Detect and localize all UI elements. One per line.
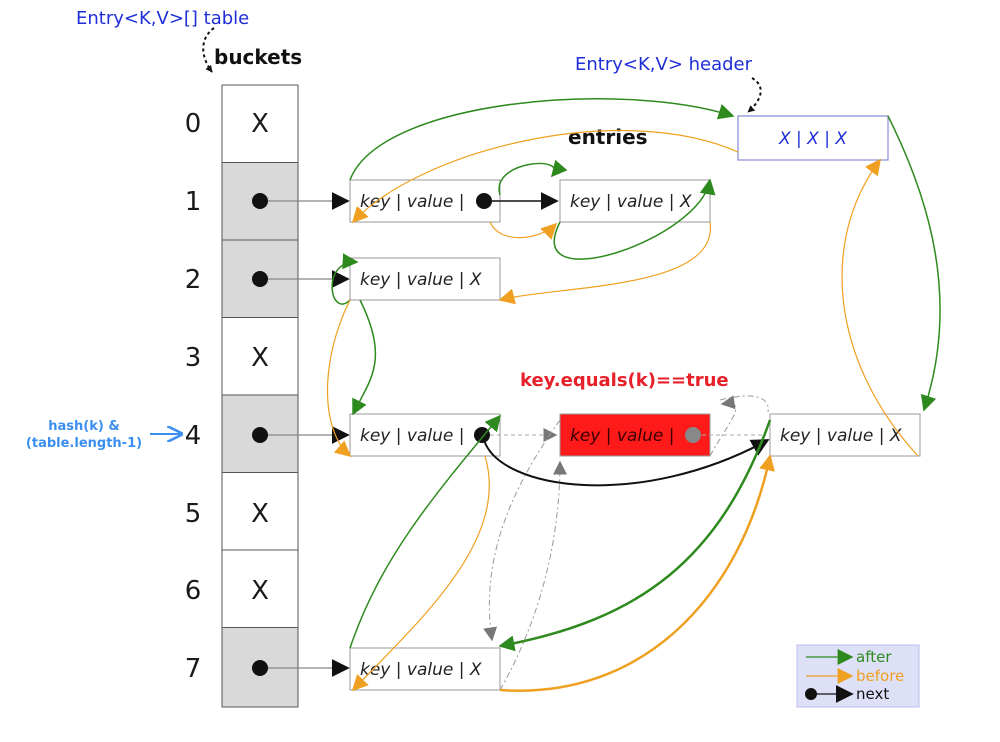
before-link (351, 129, 739, 224)
after-link (498, 419, 772, 652)
before-link (326, 299, 352, 458)
after-link (349, 98, 735, 181)
header-entry-box (737, 115, 889, 161)
entry-text: key | value | X (360, 270, 482, 290)
removed-entry-text: key | value | (570, 426, 674, 446)
bucket-cell-3 (221, 317, 299, 396)
equals-label: key.equals(k)==true (520, 370, 729, 391)
removed-link (499, 460, 567, 691)
entry-boxes: key | value | key | value | X key | valu… (349, 179, 921, 691)
bucket-empty-3: X (251, 343, 269, 373)
header-label: Entry<K,V> header (575, 54, 753, 75)
bucket-table: 0 1 2 3 4 5 6 7 X X X X (185, 84, 299, 708)
entry-box (349, 647, 501, 691)
legend-next-dot (805, 688, 817, 700)
bucket-index-5: 5 (185, 499, 202, 529)
bucket-empty-6: X (251, 576, 269, 606)
bucket-index-7: 7 (185, 654, 202, 684)
after-links (331, 98, 941, 652)
bucket-pointer-dot (252, 660, 268, 676)
before-links (326, 129, 919, 692)
after-link (553, 178, 716, 260)
hash-label-line1: hash(k) & (48, 419, 119, 434)
hash-label-line2: (table.length-1) (26, 436, 142, 451)
bucket-next-arrows (268, 192, 350, 677)
bucket-index-4: 4 (185, 421, 202, 451)
before-link (498, 221, 711, 305)
entries-label: entries (568, 125, 648, 149)
entry-box (559, 179, 711, 223)
bucket-index-0: 0 (185, 109, 202, 139)
entry-text: key | value | X (360, 660, 482, 680)
removed-link (483, 419, 561, 642)
entry-text: key | value | X (780, 426, 902, 446)
removed-link (709, 395, 737, 457)
legend-after-label: after (856, 648, 892, 666)
before-link (841, 158, 919, 457)
entry-text: key | value | (360, 426, 464, 446)
entry-next-dot (474, 427, 490, 443)
bucket-pointer-dot (252, 427, 268, 443)
next-bypass-arrow (483, 439, 770, 487)
legend-before-label: before (856, 667, 904, 685)
bucket-pointer-dot (252, 271, 268, 287)
table-pointer-arrow (202, 27, 215, 73)
before-link (351, 455, 490, 692)
bucket-empty-5: X (251, 499, 269, 529)
entry-text: key | value | (360, 192, 464, 212)
removed-link (719, 395, 769, 413)
bucket-index-1: 1 (185, 187, 202, 217)
bucket-cell-5 (221, 472, 299, 551)
header-pointer-arrow (747, 77, 762, 113)
legend-next-label: next (856, 685, 889, 703)
before-link (499, 454, 775, 692)
after-link (349, 414, 502, 649)
entry-text: key | value | X (570, 192, 692, 212)
bucket-cell-7 (221, 627, 299, 708)
table-label: Entry<K,V>[] table (76, 8, 249, 29)
bucket-index-3: 3 (185, 343, 202, 373)
bucket-empty-0: X (251, 109, 269, 139)
after-link (352, 299, 377, 416)
bucket-index-6: 6 (185, 576, 202, 606)
entry-box (769, 413, 921, 457)
bucket-index-2: 2 (185, 265, 202, 295)
after-link (887, 115, 941, 412)
buckets-label: buckets (214, 45, 302, 69)
entry-next-dot (685, 427, 701, 443)
before-link (489, 221, 558, 240)
bucket-cell-0 (221, 84, 299, 163)
removed-links (483, 395, 769, 691)
entry-next-dot (476, 193, 492, 209)
bucket-pointer-dot (252, 193, 268, 209)
after-link (331, 253, 359, 305)
entry-box (349, 257, 501, 301)
header-entry-text: X | X | X (778, 129, 847, 149)
after-link (498, 159, 568, 196)
legend: after before next (796, 644, 920, 708)
